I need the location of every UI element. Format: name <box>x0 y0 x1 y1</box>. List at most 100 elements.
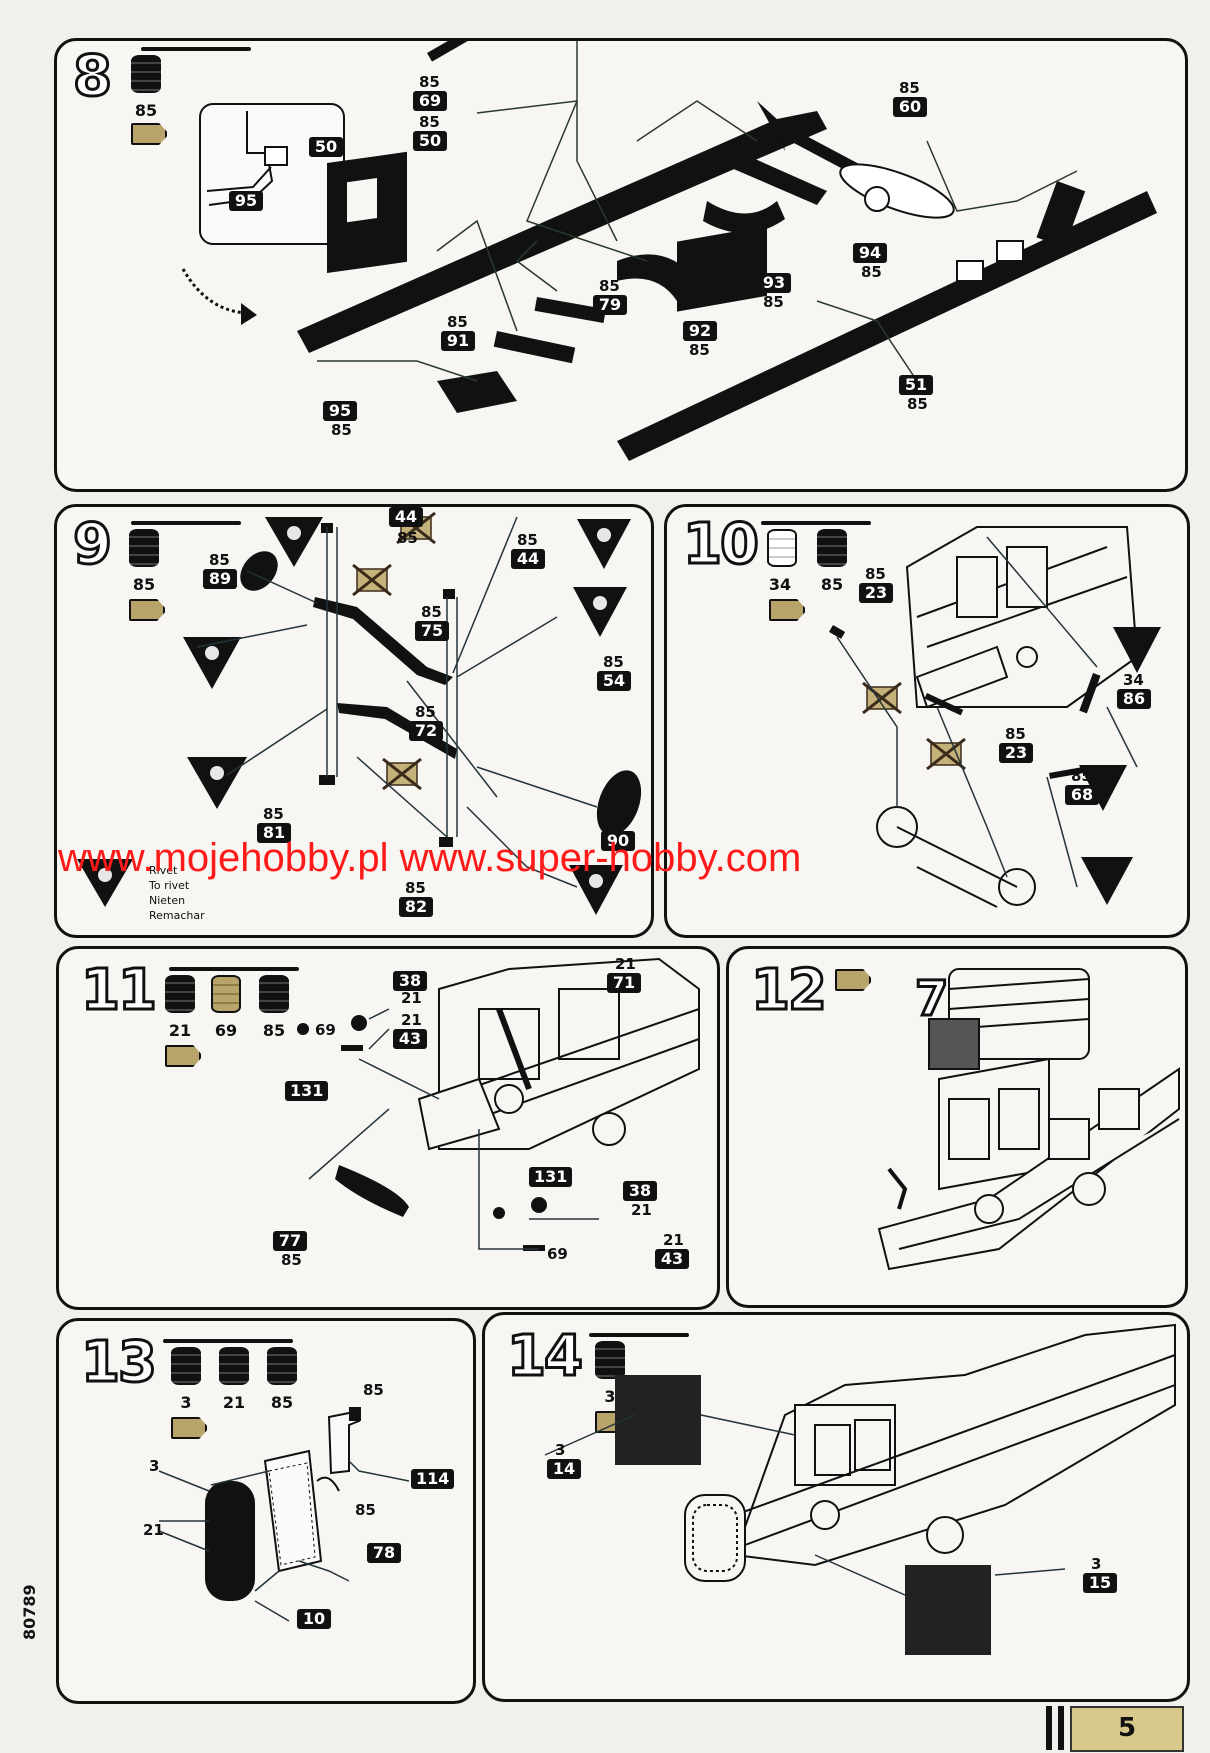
part-tag: 79 <box>593 295 627 315</box>
rivet-legend-line: Rivet <box>149 864 178 877</box>
brush-icon <box>169 967 299 971</box>
part-paint-label: 85 <box>861 263 882 281</box>
paint-pot-icon <box>595 1341 625 1379</box>
part-tag: 81 <box>257 823 291 843</box>
rivet-legend: Rivet To rivet Nieten Remachar <box>149 863 205 923</box>
part-tag: 91 <box>441 331 475 351</box>
part-tag: 93 <box>757 273 791 293</box>
part-tag: 10 <box>297 1609 331 1629</box>
part-paint-label: 21 <box>631 1201 652 1219</box>
paint-number: 69 <box>214 1021 238 1040</box>
part-tag: 23 <box>999 743 1033 763</box>
paint-number: 21 <box>168 1021 192 1040</box>
part-tag: 114 <box>411 1469 455 1489</box>
step-number: 9 <box>72 512 114 577</box>
step-11-panel: 11 21 69 85 38 21 69 21 43 21 71 131 77 … <box>56 946 720 1310</box>
brush-icon <box>163 1339 293 1343</box>
brush-icon <box>589 1333 689 1337</box>
rivet-legend-line: To rivet <box>149 879 190 892</box>
paint-number: 85 <box>132 575 156 594</box>
part-tag: 44 <box>389 507 423 527</box>
step-13-drawing <box>158 1407 410 1622</box>
part-tag: 89 <box>203 569 237 589</box>
brush-icon <box>131 521 241 525</box>
part-paint-label: 85 <box>865 565 886 583</box>
step-8-panel: 8 85 <box>54 38 1188 492</box>
part-tag: 43 <box>393 1029 427 1049</box>
part-paint-label: 85 <box>281 1251 302 1269</box>
paint-pot-icon <box>219 1347 249 1385</box>
step-10-panel: 10 34 85 <box>664 504 1190 938</box>
part-paint-label: 85 <box>263 805 284 823</box>
part-paint-label: 85 <box>355 1501 376 1519</box>
part-paint-label: 69 <box>315 1021 336 1039</box>
brush-icon <box>761 521 871 525</box>
part-tag: 50 <box>413 131 447 151</box>
paint-pot-icon <box>817 529 847 567</box>
part-tag: 54 <box>597 671 631 691</box>
glue-icon <box>171 1417 207 1439</box>
paint-pot-icon <box>129 529 159 567</box>
part-tag: 92 <box>683 321 717 341</box>
part-paint-label: 85 <box>447 313 468 331</box>
part-paint-label: 85 <box>415 703 436 721</box>
part-tag: 82 <box>399 897 433 917</box>
page-bar <box>1046 1706 1052 1750</box>
paint-pot-icon <box>165 975 195 1013</box>
part-paint-label: 21 <box>401 989 422 1007</box>
paint-number: 85 <box>820 575 844 594</box>
glue-icon <box>131 123 167 145</box>
step-9-drawing <box>77 511 642 915</box>
paint-number: 21 <box>222 1393 246 1412</box>
part-tag: 131 <box>285 1081 329 1101</box>
step-number: 11 <box>80 958 159 1023</box>
paint-pot-icon <box>171 1347 201 1385</box>
part-paint-label: 85 <box>419 113 440 131</box>
part-paint-label: 85 <box>363 1381 384 1399</box>
step-number: 13 <box>80 1330 159 1395</box>
part-paint-label: 85 <box>419 73 440 91</box>
step-14-drawing <box>544 1323 1176 1655</box>
part-paint-label: 3 <box>149 1457 160 1475</box>
part-tag: 131 <box>529 1167 573 1187</box>
paint-pot-icon <box>259 975 289 1013</box>
part-paint-label: 85 <box>689 341 710 359</box>
rivet-legend-line: Nieten <box>149 894 186 907</box>
sub-step-number: 7 <box>913 971 949 1027</box>
part-tag: 72 <box>409 721 443 741</box>
part-paint-label: 85 <box>405 879 426 897</box>
part-paint-label: 85 <box>421 603 442 621</box>
part-tag: 68 <box>1065 785 1099 805</box>
part-paint-label: 34 <box>1123 671 1144 689</box>
glue-icon <box>165 1045 201 1067</box>
part-tag: 23 <box>859 583 893 603</box>
glue-icon <box>769 599 805 621</box>
part-paint-label: 85 <box>397 529 418 547</box>
part-paint-label: 85 <box>907 395 928 413</box>
paint-pot-icon <box>767 529 797 567</box>
paint-number: 34 <box>768 575 792 594</box>
step-14-panel: 14 3 3 14 3 15 <box>482 1312 1190 1702</box>
part-paint-label: 85 <box>1005 725 1026 743</box>
step-13-panel: 13 3 21 85 85 114 3 85 21 78 10 <box>56 1318 476 1704</box>
part-tag: 90 <box>601 831 635 851</box>
part-tag: 14 <box>547 1459 581 1479</box>
part-paint-label: 85 <box>209 551 230 569</box>
part-tag: 50 <box>309 137 343 157</box>
step-12-drawing <box>877 968 1180 1271</box>
paint-number: 85 <box>270 1393 294 1412</box>
part-tag: 38 <box>393 971 427 991</box>
paint-number: 3 <box>604 1387 616 1406</box>
part-tag: 95 <box>229 191 263 211</box>
part-tag: 43 <box>655 1249 689 1269</box>
paint-pot-icon <box>211 975 241 1013</box>
paint-number: 3 <box>180 1393 192 1412</box>
part-tag: 60 <box>893 97 927 117</box>
part-tag: 51 <box>899 375 933 395</box>
glue-icon <box>835 969 871 991</box>
part-paint-label: 21 <box>401 1011 422 1029</box>
part-paint-label: 21 <box>143 1521 164 1539</box>
step-number: 12 <box>750 958 829 1023</box>
part-tag: 15 <box>1083 1573 1117 1593</box>
step-number: 8 <box>72 44 114 109</box>
